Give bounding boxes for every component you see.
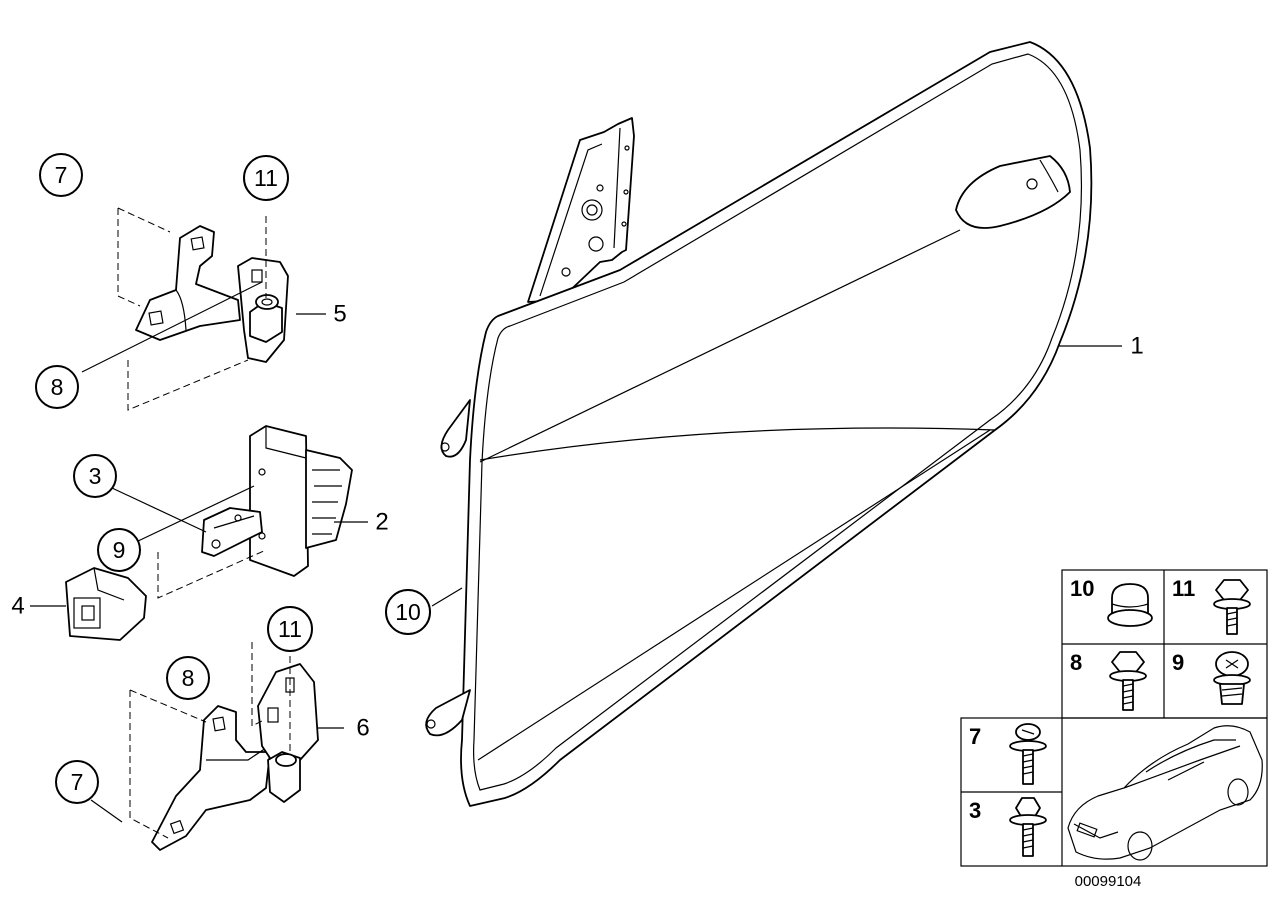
svg-text:8: 8 — [51, 374, 64, 400]
svg-text:3: 3 — [969, 798, 981, 823]
ref-label-stop-buffer: 4 — [11, 593, 24, 620]
torx-flange-bolt-icon — [1009, 723, 1047, 785]
svg-text:11: 11 — [278, 616, 302, 642]
fastener-grid — [960, 569, 1268, 867]
ref-label-lower-hinge: 6 — [356, 715, 369, 742]
ref-label-door: 1 — [1130, 333, 1143, 360]
svg-text:7: 7 — [969, 724, 981, 749]
fastener-cell-3: 3 — [969, 797, 1047, 857]
callout-3: 3 — [73, 454, 117, 498]
callout-7-bottom: 7 — [55, 760, 99, 804]
svg-text:9: 9 — [1172, 650, 1184, 675]
fastener-cell-9: 9 — [1172, 650, 1251, 705]
svg-text:8: 8 — [182, 665, 195, 691]
svg-text:11: 11 — [254, 165, 278, 191]
fastener-cell-10: 10 — [1070, 576, 1153, 627]
callout-9: 9 — [97, 528, 141, 572]
ref-label-upper-hinge: 5 — [333, 301, 346, 328]
svg-text:10: 10 — [1070, 576, 1094, 601]
svg-text:7: 7 — [55, 162, 68, 188]
diagram-id: 00099104 — [1075, 873, 1142, 890]
hex-bolt-icon — [1109, 651, 1147, 711]
callout-11-bottom: 11 — [267, 606, 313, 652]
ref-label-check-strap: 2 — [375, 509, 388, 536]
svg-text:7: 7 — [71, 769, 84, 795]
torx-bolt-icon — [1213, 651, 1251, 705]
svg-text:9: 9 — [113, 537, 126, 563]
lower-hinge — [151, 663, 319, 851]
assembly-dash-lines — [117, 207, 291, 839]
door-check-strap — [201, 425, 353, 577]
callout-8-top: 8 — [35, 365, 79, 409]
svg-text:8: 8 — [1070, 650, 1082, 675]
svg-text:11: 11 — [1172, 576, 1195, 601]
hex-bolt-icon — [1009, 797, 1047, 857]
callout-7-top: 7 — [39, 153, 83, 197]
stop-buffer — [65, 567, 147, 641]
fastener-cell-8: 8 — [1070, 650, 1147, 711]
svg-text:10: 10 — [395, 599, 421, 625]
cap-icon — [1107, 583, 1153, 627]
callout-8-bottom: 8 — [166, 656, 210, 700]
fastener-cell-7: 7 — [969, 723, 1047, 785]
car-thumbnail-icon — [1067, 725, 1263, 861]
fastener-cell-11: 11 — [1172, 576, 1251, 635]
upper-hinge — [135, 225, 289, 363]
svg-text:3: 3 — [89, 463, 102, 489]
callout-11-top: 11 — [243, 155, 289, 201]
hex-bolt-icon — [1213, 579, 1251, 635]
door-shell — [425, 41, 1093, 807]
leader-lines — [30, 281, 1122, 823]
callout-10: 10 — [385, 589, 431, 635]
